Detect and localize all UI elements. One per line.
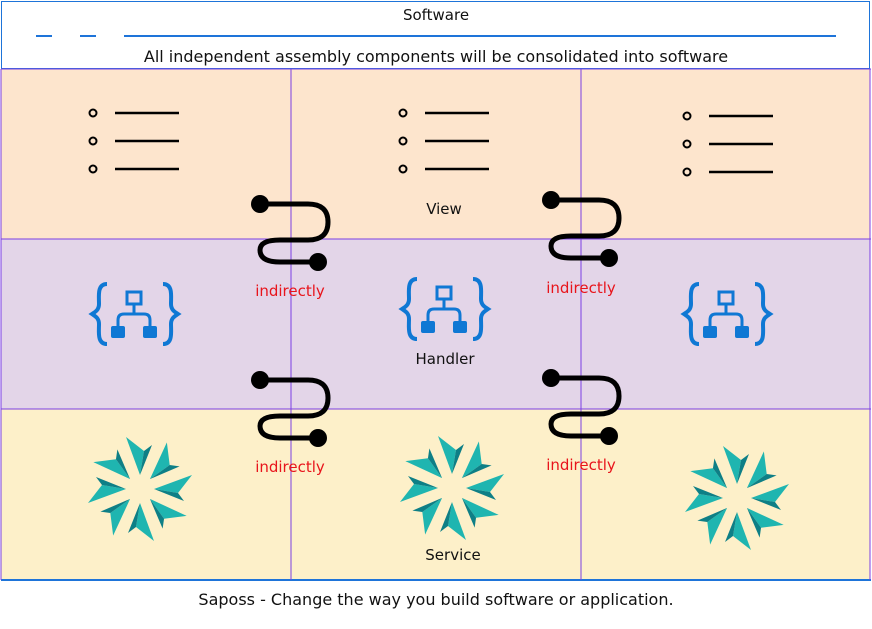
view-layer-band xyxy=(1,69,870,239)
list-icon xyxy=(682,111,775,177)
pinwheel-icon xyxy=(88,437,192,541)
logic-app-icon xyxy=(400,277,490,341)
pinwheel-icon xyxy=(685,446,789,550)
service-layer-band xyxy=(1,409,870,580)
handler-layer-label: Handler xyxy=(415,350,475,368)
software-title: Software xyxy=(402,6,470,24)
list-icon xyxy=(398,108,491,174)
connector-label: indirectly xyxy=(255,282,325,300)
footer-caption: Saposs - Change the way you build softwa… xyxy=(198,590,674,609)
s-curve-connector-icon xyxy=(251,195,328,271)
list-icon xyxy=(88,108,181,174)
logic-app-icon xyxy=(90,282,180,346)
logic-app-icon xyxy=(682,282,772,346)
software-subtitle: All independent assembly components will… xyxy=(143,47,729,66)
view-layer-label: View xyxy=(426,200,462,218)
pinwheel-icon xyxy=(400,436,504,540)
connector-label: indirectly xyxy=(546,279,616,297)
service-layer-label: Service xyxy=(425,546,481,564)
connector-label: indirectly xyxy=(546,456,616,474)
connector-label: indirectly xyxy=(255,458,325,476)
handler-layer-band xyxy=(1,239,870,409)
